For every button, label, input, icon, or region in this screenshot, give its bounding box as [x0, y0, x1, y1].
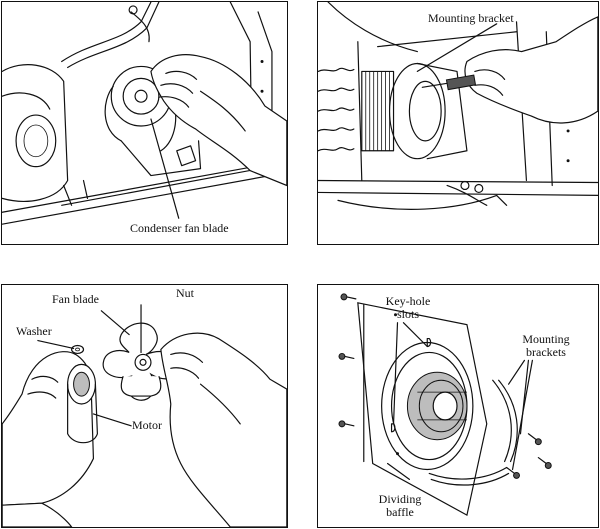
label-washer: Washer [16, 324, 52, 338]
panel-remove-condenser-fan-blade: Condenser fan blade [1, 1, 288, 245]
label-dividing-baffle-line1: Dividing [378, 492, 422, 506]
label-dividing-baffle: Dividing baffle [370, 493, 430, 519]
label-mounting-bracket: Mounting bracket [428, 11, 514, 25]
label-motor: Motor [132, 418, 162, 432]
panel-mounting-bracket: Mounting bracket [317, 1, 599, 245]
label-mounting-brackets-line1: Mounting [522, 332, 570, 346]
illustration-mounting-bracket [318, 2, 598, 210]
illustration-fan-blade-nut [2, 304, 287, 527]
label-fan-blade: Fan blade [52, 292, 99, 306]
illustration-exploded-assembly [338, 293, 552, 517]
screw-icon [338, 293, 357, 428]
label-key-hole-slots: Key-hole slots [380, 295, 436, 321]
label-key-hole-line2: slots [396, 307, 419, 321]
panel-fan-blade-removal: Fan blade Nut Washer Motor [1, 284, 288, 528]
label-key-hole-line1: Key-hole [385, 294, 431, 308]
illustration-condenser-fan [2, 2, 287, 225]
label-condenser-fan-blade: Condenser fan blade [130, 221, 229, 235]
label-mounting-brackets: Mounting brackets [514, 333, 578, 359]
label-dividing-baffle-line2: baffle [386, 505, 414, 519]
panel-exploded-motor-assembly: Key-hole slots Mounting brackets Dividin… [317, 284, 599, 528]
label-mounting-brackets-line2: brackets [526, 345, 566, 359]
screw-icon [506, 433, 552, 479]
label-nut: Nut [176, 286, 194, 300]
